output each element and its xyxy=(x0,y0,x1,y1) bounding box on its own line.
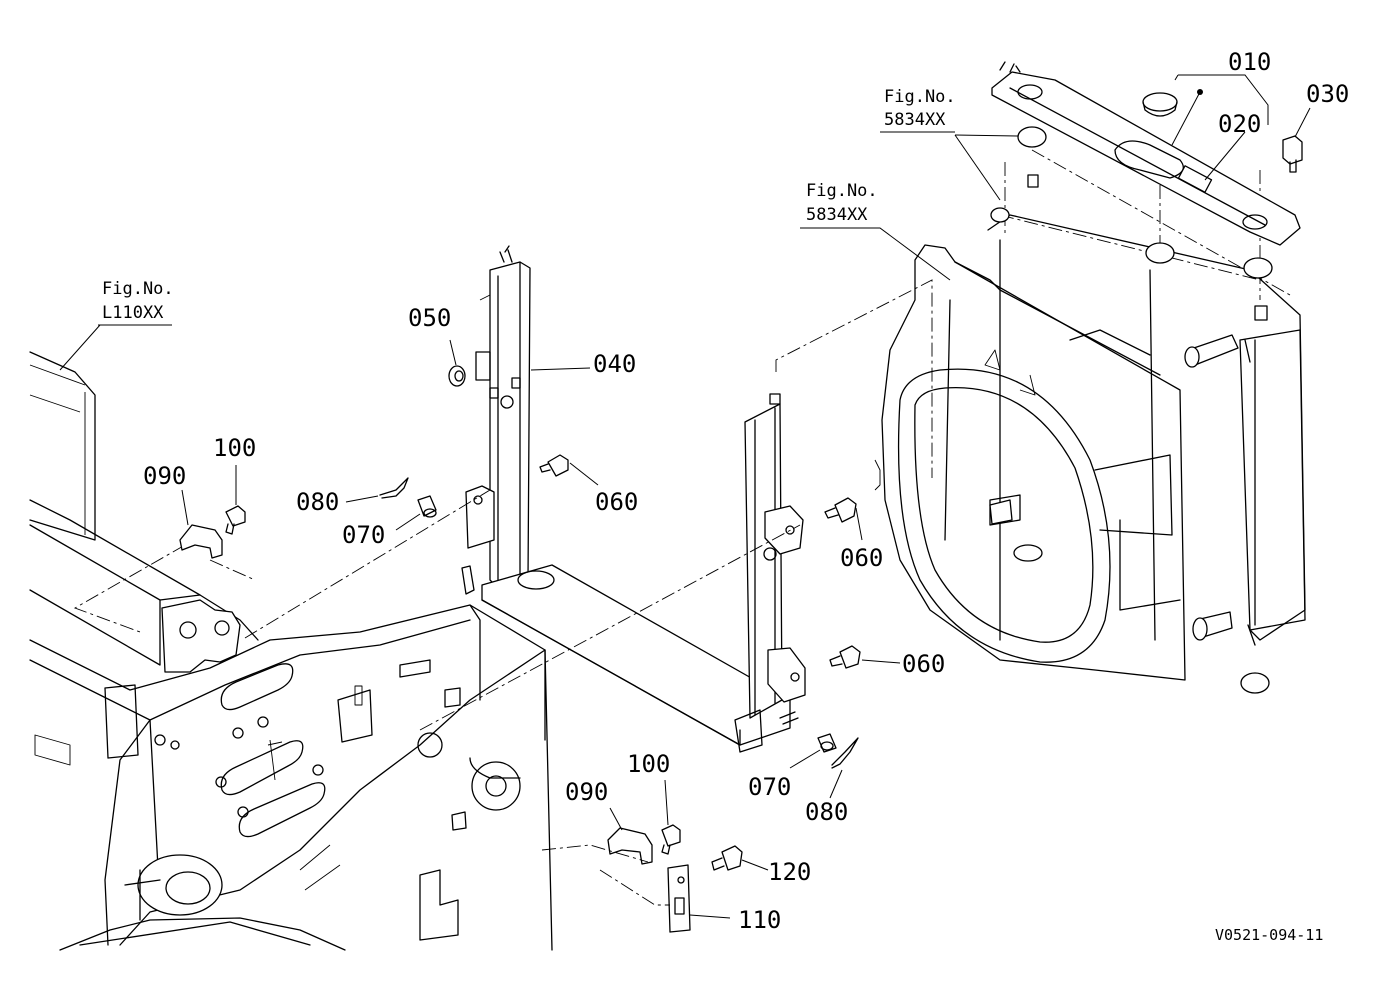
grommet-050 xyxy=(448,365,466,387)
bolt-060-lower xyxy=(829,645,861,669)
fig-ref-label: Fig.No. xyxy=(806,181,878,201)
part-label-050: 050 xyxy=(408,304,451,332)
bracket-090-lower xyxy=(607,827,653,865)
pin-080-lower xyxy=(831,737,859,769)
part-label-110: 110 xyxy=(738,906,781,934)
figure-reference-5834xx-middle: Fig.No. 5834XX xyxy=(800,181,880,229)
plate-110 xyxy=(667,864,691,933)
bolt-100-left xyxy=(225,505,246,535)
part-label-070-lower: 070 xyxy=(748,773,791,801)
collar-070-upper xyxy=(417,495,437,518)
fig-ref-number: 5834XX xyxy=(806,205,868,225)
part-label-090-left: 090 xyxy=(143,462,186,490)
bolt-120 xyxy=(711,845,743,871)
bracket-090-left xyxy=(179,524,223,559)
figure-reference-l110xx: Fig.No. L110XX xyxy=(98,279,174,326)
bolt-060-middle xyxy=(824,497,857,523)
part-label-100-lower: 100 xyxy=(627,750,670,778)
part-label-010: 010 xyxy=(1228,48,1271,76)
part-label-080-upper: 080 xyxy=(296,488,339,516)
drawing-code: V0521-094-11 xyxy=(1215,926,1323,944)
radiator-cap-020 xyxy=(1142,92,1178,117)
radiator-support-bracket-040 xyxy=(244,245,933,753)
bolt-060-upper xyxy=(539,454,569,477)
part-label-020: 020 xyxy=(1218,110,1261,138)
part-label-060-upper: 060 xyxy=(595,488,638,516)
part-label-060-middle: 060 xyxy=(840,544,883,572)
part-label-120: 120 xyxy=(768,858,811,886)
fig-ref-number: 5834XX xyxy=(884,110,946,130)
part-label-060-lower: 060 xyxy=(902,650,945,678)
frame-assembly xyxy=(29,351,553,951)
part-labels: 010 020 030 040 050 060 060 060 070 070 … xyxy=(143,48,1349,934)
fig-ref-label: Fig.No. xyxy=(884,87,956,107)
fig-ref-label: Fig.No. xyxy=(102,279,174,299)
bolt-030 xyxy=(1282,135,1303,173)
pin-080-upper xyxy=(379,477,409,499)
leader-lines xyxy=(59,74,1311,919)
collar-070-lower xyxy=(817,733,837,753)
part-label-080-lower: 080 xyxy=(805,798,848,826)
radiator-shroud-assembly xyxy=(874,126,1306,694)
top-stay-010 xyxy=(991,61,1301,246)
part-label-040: 040 xyxy=(593,350,636,378)
part-label-090-lower: 090 xyxy=(565,778,608,806)
part-label-030: 030 xyxy=(1306,80,1349,108)
bolt-100-lower xyxy=(661,824,681,855)
part-label-100-left: 100 xyxy=(213,434,256,462)
fig-ref-number: L110XX xyxy=(102,303,164,323)
figure-reference-5834xx-top: Fig.No. 5834XX xyxy=(880,87,956,133)
part-label-070-upper: 070 xyxy=(342,521,385,549)
